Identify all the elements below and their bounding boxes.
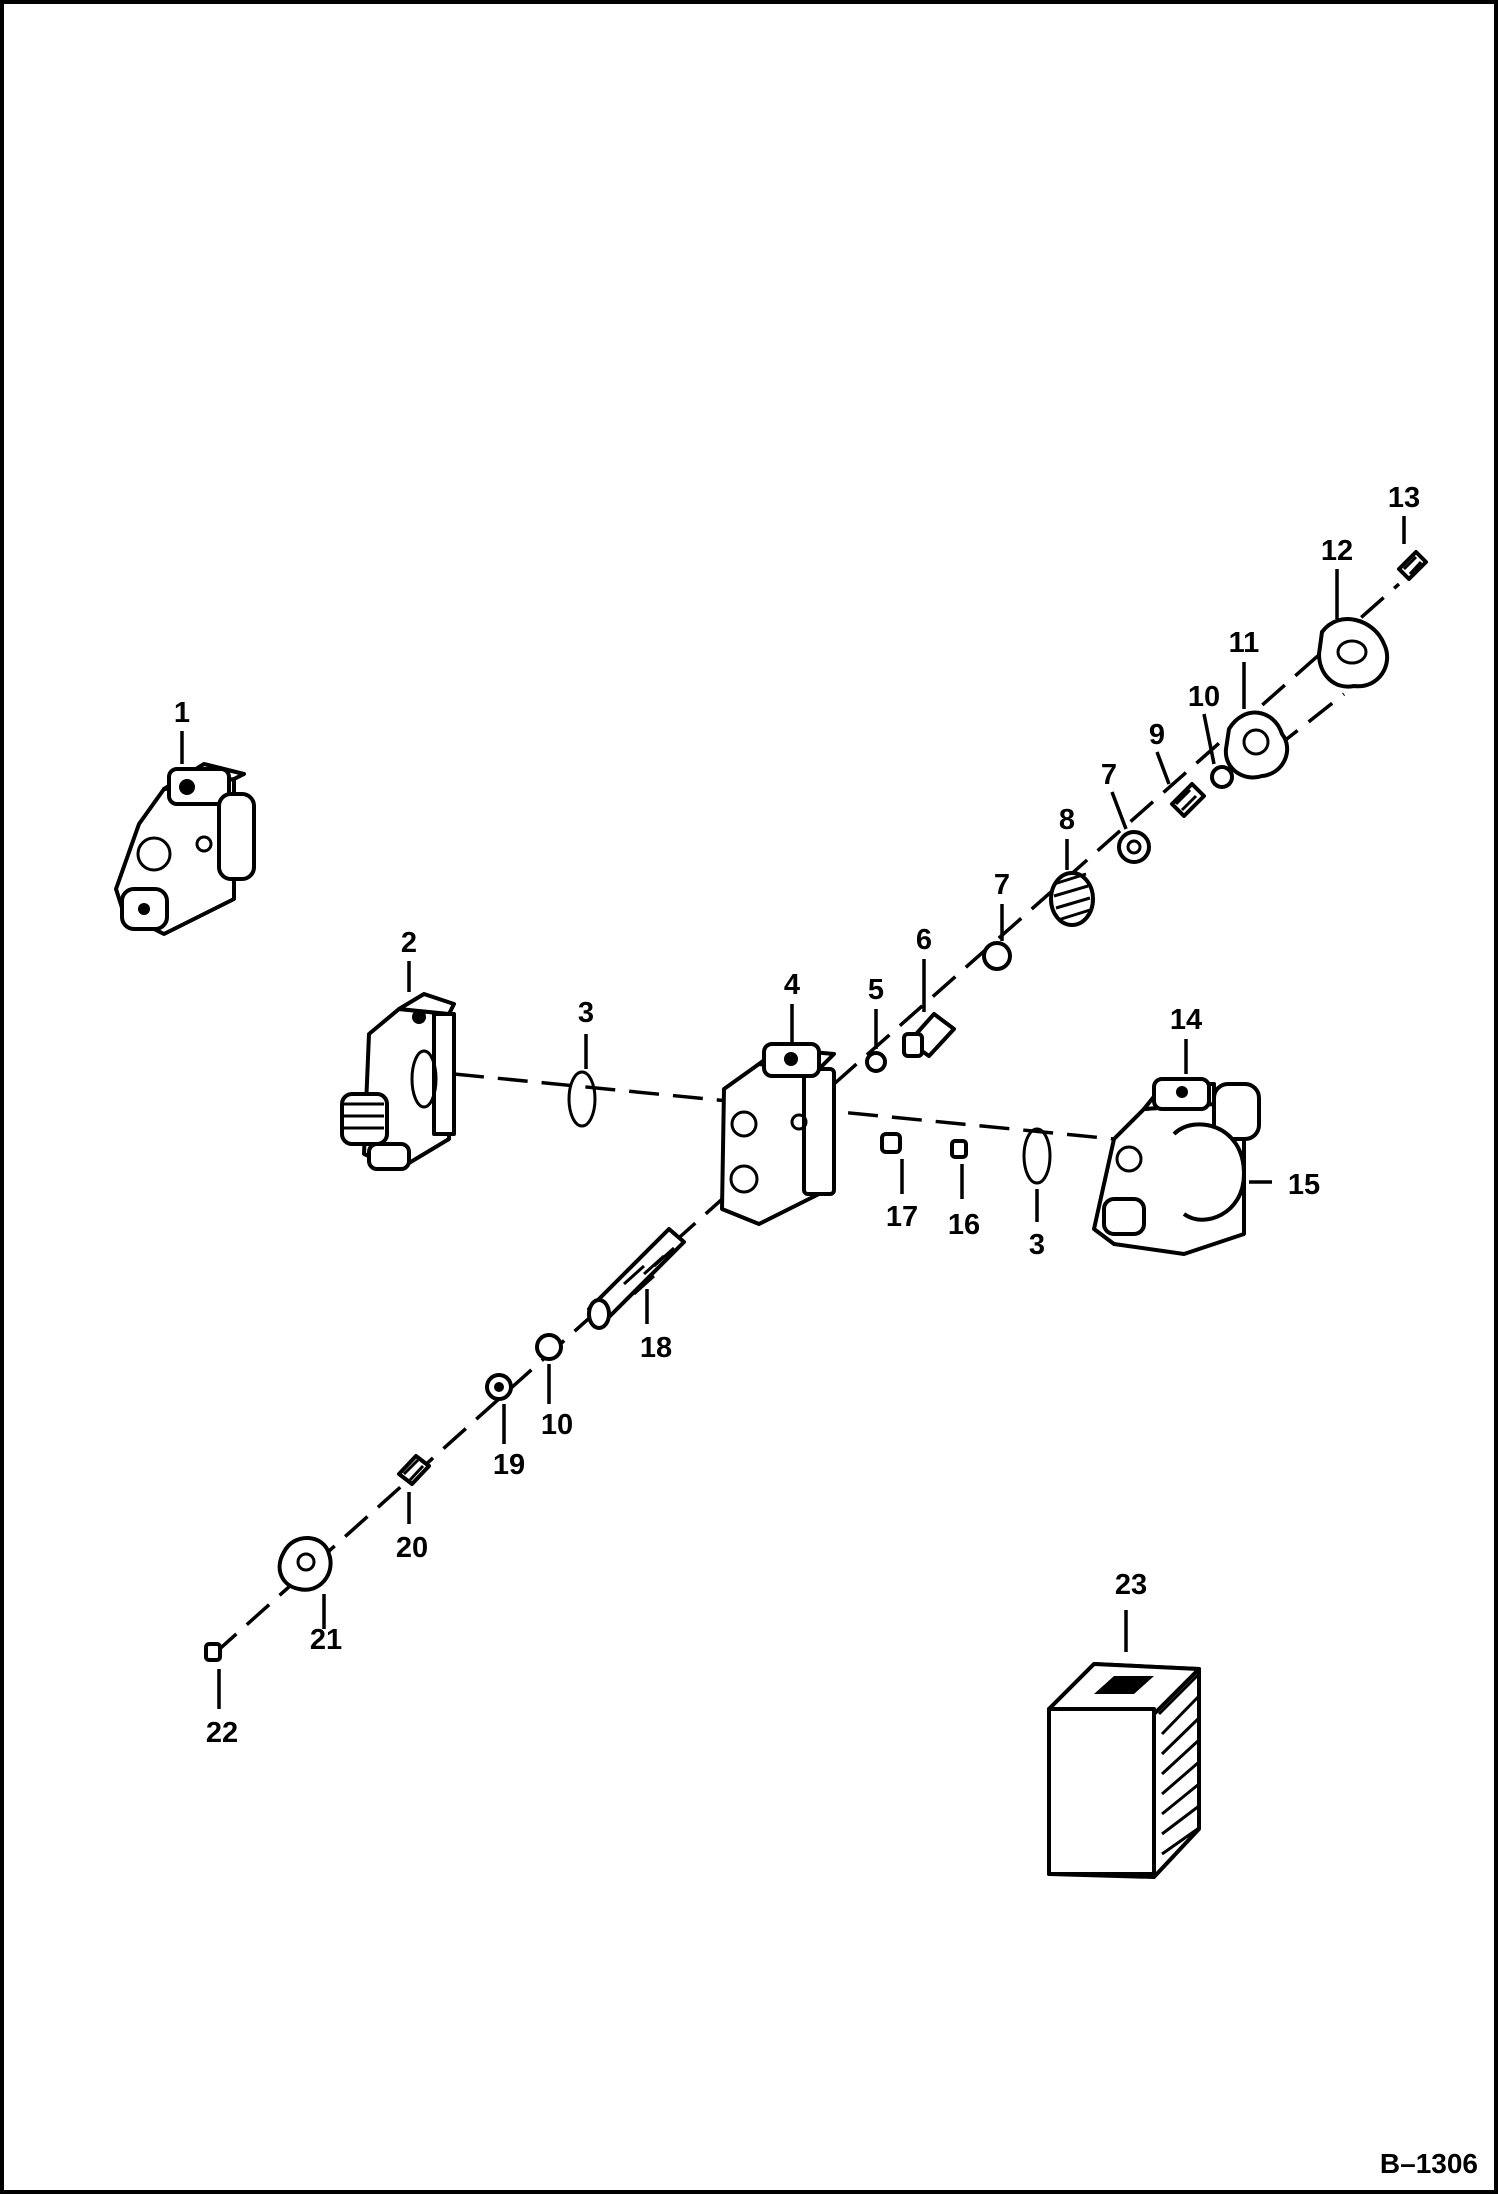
part-16-spring	[950, 1139, 968, 1159]
callout-20: 20	[396, 1532, 428, 1564]
part-23-kit-box	[1047, 1662, 1201, 1879]
callout-11: 11	[1229, 627, 1260, 659]
part-17-plug	[880, 1132, 902, 1154]
callout-10-upper: 10	[1188, 681, 1220, 713]
part-12-cap	[1317, 617, 1390, 689]
part-7-washer-lower	[982, 941, 1012, 971]
callout-22: 22	[206, 1717, 238, 1749]
part-19-seal	[485, 1373, 513, 1401]
part-6-poppet	[902, 1012, 956, 1058]
part-13-screw	[1397, 550, 1428, 581]
part-3-o-rings	[567, 1070, 1052, 1185]
part-9-spring-pin	[1170, 782, 1206, 818]
axis-upper-right	[832, 582, 1401, 1086]
part-22-bolt	[204, 1642, 222, 1662]
callout-23: 23	[1115, 1569, 1147, 1601]
part-10-o-ring-lower	[535, 1333, 563, 1361]
part-11-cap-plate	[1223, 710, 1290, 780]
callout-13: 13	[1388, 482, 1420, 514]
callout-2: 2	[401, 927, 417, 959]
callout-9: 9	[1149, 719, 1165, 751]
callout-17: 17	[886, 1201, 918, 1233]
callout-7-upper: 7	[1101, 759, 1117, 791]
figure-id: B–1306	[1379, 2148, 1478, 2179]
callout-21: 21	[310, 1624, 342, 1656]
part-8-spring	[1049, 871, 1095, 927]
callout-19: 19	[493, 1449, 525, 1481]
part-21-cap-plate	[277, 1536, 333, 1592]
part-2-inlet-section	[340, 992, 456, 1171]
callout-12: 12	[1321, 535, 1353, 567]
part-14-outlet-section	[1092, 1077, 1261, 1256]
callout-5: 5	[868, 974, 884, 1006]
part-4-valve-section	[720, 1042, 836, 1226]
callout-15: 15	[1288, 1169, 1320, 1201]
callout-numbers: 1 2 3 3 4 5 6 7 7 8 9 10 10 11 12 13 14 …	[174, 482, 1420, 1749]
part-1-valve-assembly	[114, 762, 256, 936]
callout-1: 1	[174, 697, 190, 729]
callout-7-lower: 7	[994, 869, 1010, 901]
part-10-o-ring-upper	[1210, 765, 1234, 789]
callout-18: 18	[640, 1332, 672, 1364]
part-20-screw	[397, 1454, 431, 1486]
leader-lines	[180, 516, 1406, 1709]
callout-3-left: 3	[578, 997, 594, 1029]
callout-6: 6	[916, 924, 932, 956]
o-ring-left	[567, 1070, 597, 1128]
part-18-spool	[587, 1227, 686, 1330]
callout-16: 16	[948, 1209, 980, 1241]
callout-14: 14	[1170, 1004, 1202, 1036]
exploded-parts-diagram: 1 2 3 3 4 5 6 7 7 8 9 10 10 11 12 13 14 …	[114, 482, 1428, 1879]
part-5-o-ring	[865, 1051, 887, 1073]
callout-3-right: 3	[1029, 1229, 1045, 1261]
callout-8: 8	[1059, 804, 1075, 836]
callout-10-lower: 10	[541, 1409, 573, 1441]
callout-4: 4	[784, 969, 800, 1001]
part-7-washer-upper	[1117, 830, 1151, 864]
o-ring-right	[1022, 1127, 1052, 1185]
